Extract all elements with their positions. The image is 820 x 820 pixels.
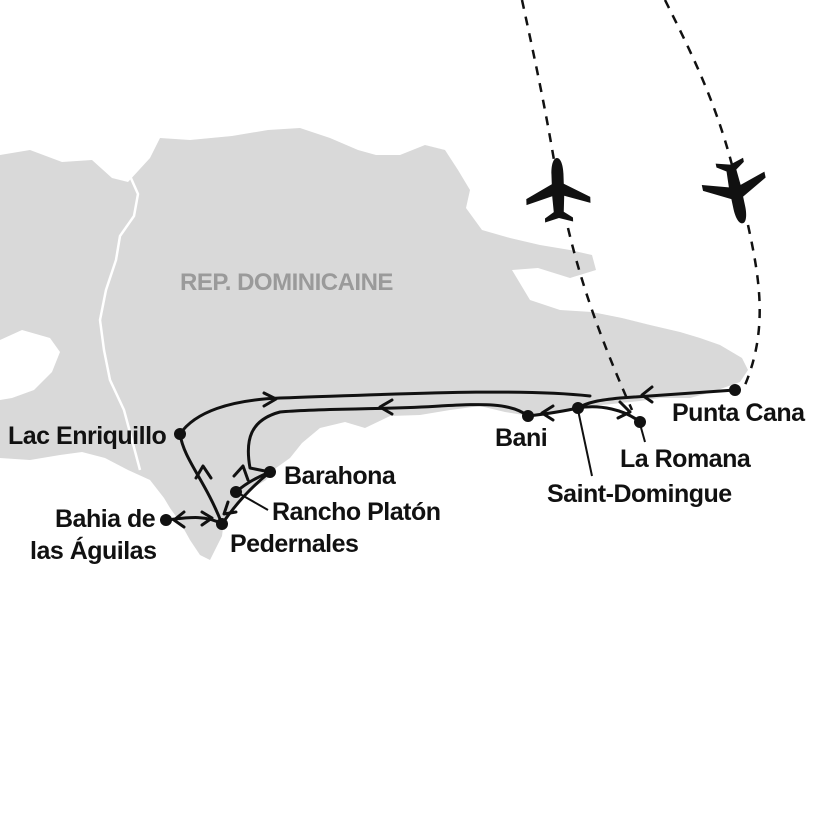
marker-lac-enriquillo: [174, 428, 186, 440]
leader-rancho-platon: [239, 493, 269, 511]
label-la-romana: La Romana: [620, 445, 752, 473]
airplane-icon: [526, 158, 591, 223]
marker-barahona: [264, 466, 276, 478]
label-lac-enriquillo: Lac Enriquillo: [8, 422, 167, 450]
marker-saint-domingue: [572, 402, 584, 414]
marker-punta-cana: [729, 384, 741, 396]
label-pedernales: Pedernales: [230, 530, 358, 558]
marker-pedernales: [216, 518, 228, 530]
label-barahona: Barahona: [284, 462, 397, 490]
country-label: REP. DOMINICAINE: [180, 269, 393, 296]
label-rancho-platon: Rancho Platón: [272, 498, 441, 526]
marker-rancho-platon: [230, 486, 242, 498]
label-saint-domingue: Saint-Domingue: [547, 480, 732, 508]
leader-saint-domingue: [577, 409, 593, 477]
marker-la-romana: [634, 416, 646, 428]
airplane-icon: [701, 157, 766, 224]
marker-bani: [522, 410, 534, 422]
route-arrows: [172, 385, 654, 529]
flight-path-east: [663, 0, 761, 386]
marker-bahia: [160, 514, 172, 526]
label-bahia-line1: Bahia de: [55, 505, 156, 533]
lake-west: [0, 330, 60, 400]
label-punta-cana: Punta Cana: [672, 399, 806, 427]
stop-markers: [160, 384, 741, 530]
label-bani: Bani: [495, 424, 547, 452]
country-border: [98, 175, 142, 471]
label-bahia-line2: las Águilas: [30, 536, 157, 565]
flight-path-west: [520, 0, 634, 411]
